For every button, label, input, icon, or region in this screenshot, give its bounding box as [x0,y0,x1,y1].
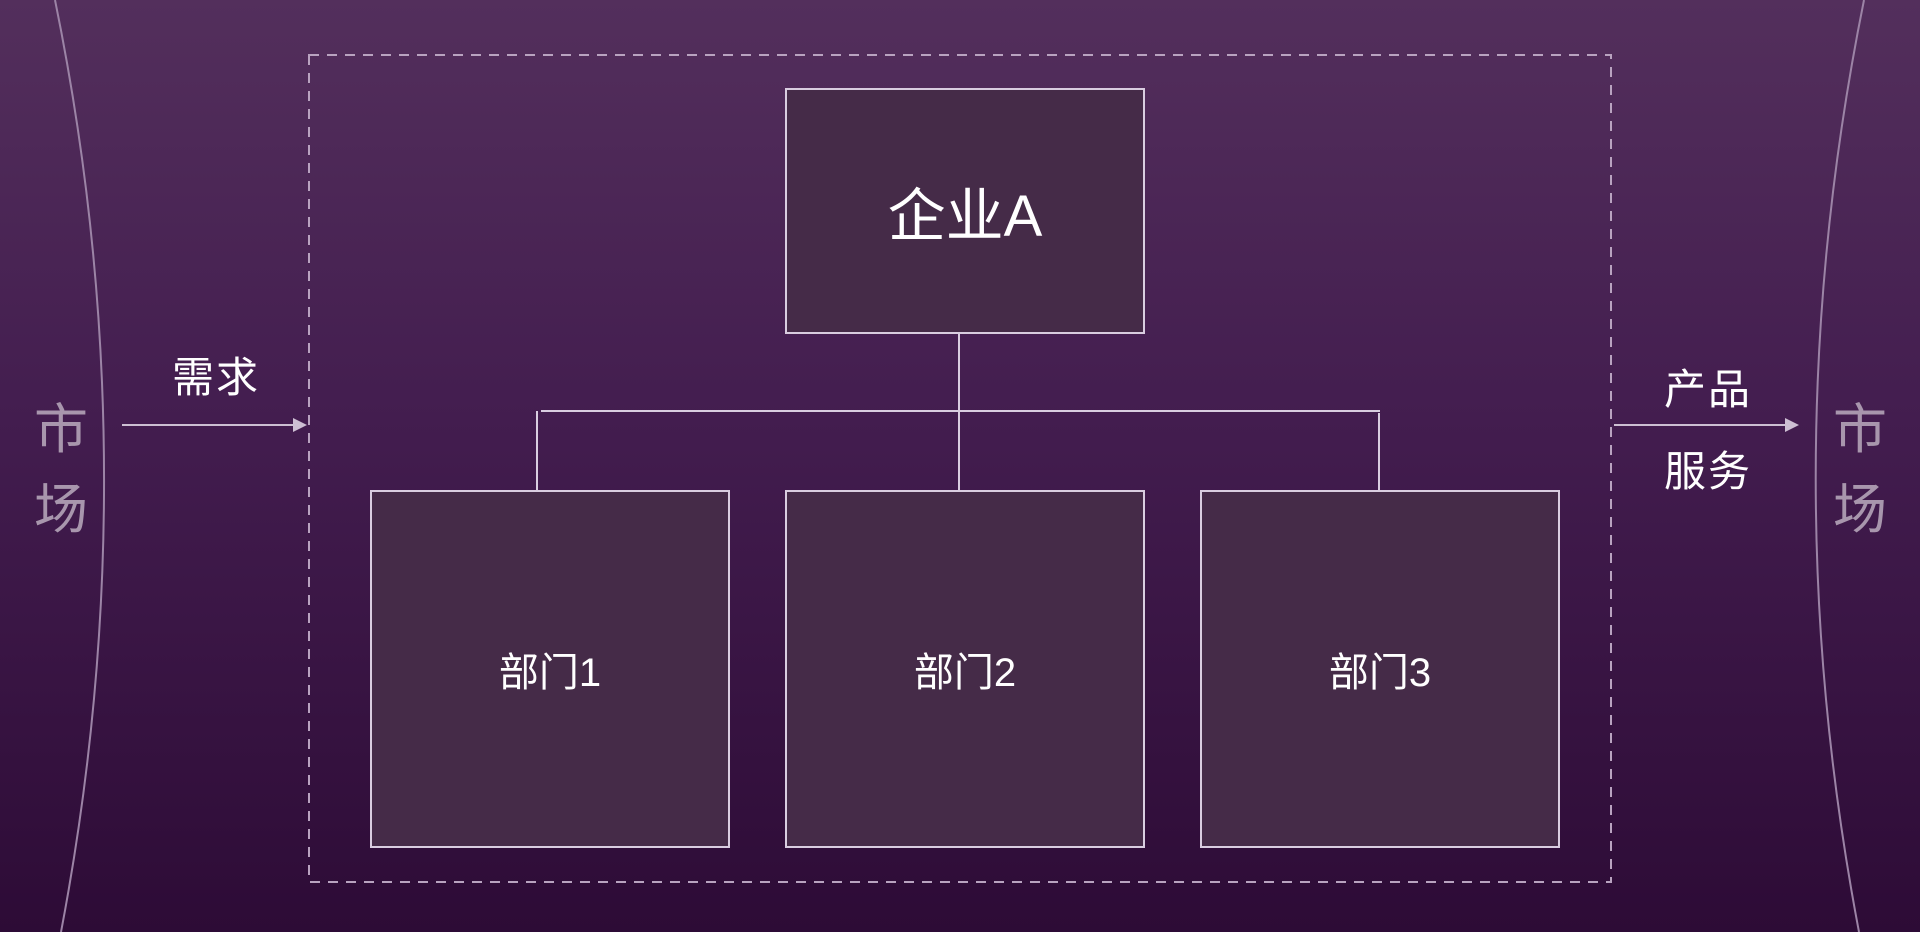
department-box-1: 部门1 [370,490,730,848]
market-boundary-left [54,0,106,932]
product-label: 产品 [1664,366,1753,413]
market-left-label: 市 场 [31,390,91,550]
market-right-char2: 场 [1833,480,1887,540]
market-left-char1: 市 [34,400,88,460]
demand-label: 需求 [172,354,261,401]
department-label: 部门1 [498,651,602,695]
market-right-char1: 市 [1833,400,1887,460]
output-arrow [1614,418,1799,432]
market-boundary-right [1814,0,1865,932]
org-connectors [536,334,1380,494]
demand-arrow [122,418,307,432]
department-box-3: 部门3 [1200,490,1560,848]
service-label: 服务 [1664,448,1753,495]
enterprise-box: 企业A [785,88,1145,334]
department-box-2: 部门2 [785,490,1145,848]
market-right-label: 市 场 [1830,390,1890,550]
department-label: 部门3 [1328,651,1432,695]
enterprise-boundary [308,54,1612,883]
enterprise-label: 企业A [887,184,1043,249]
department-label: 部门2 [913,651,1017,695]
market-left-char2: 场 [34,480,88,540]
